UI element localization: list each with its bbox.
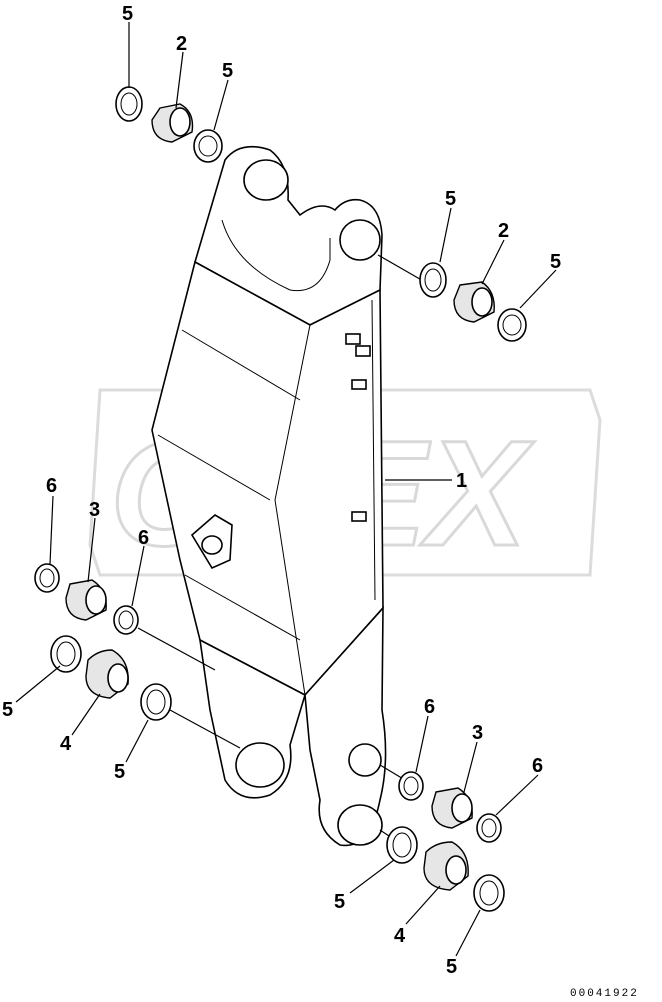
leader-c4 (439, 207, 452, 263)
drawing-code: 00041922 (570, 988, 639, 1000)
arm-yoke-inner-slot (221, 219, 331, 292)
callout-6: 6 (46, 475, 57, 497)
arm-box-right-side (371, 299, 376, 601)
arm-box-panel-line-3 (184, 574, 301, 641)
seal-ring-top-right-2 (497, 308, 527, 342)
flanged-bushing-right-bore (445, 855, 467, 885)
arm-assembly (151, 145, 387, 847)
seal-ring-right-lower-1-inner (392, 832, 412, 858)
leader-c8 (49, 495, 54, 565)
seal-ring-top-left-1-inner (120, 92, 138, 116)
flanged-bushing-left-bore (107, 663, 129, 693)
arm-top-left-bore (243, 159, 289, 201)
seal-ring-right-lower-2 (473, 874, 505, 912)
seal-ring-top-right-2-inner (502, 314, 522, 336)
top-right-pin-group (377, 254, 527, 342)
left-lower-pin-group (50, 635, 241, 749)
leader-c17 (349, 859, 395, 894)
leader-c9 (87, 517, 96, 583)
seal-ring-left-lower-2 (140, 683, 172, 721)
shim-left-1-inner (39, 568, 55, 588)
left-middle-pin-group (34, 563, 216, 671)
shim-left-1 (34, 563, 60, 593)
arm-top-right-bore (339, 219, 381, 261)
callout-5: 5 (222, 60, 233, 82)
leader-c12 (71, 693, 101, 736)
leader-c6 (519, 269, 557, 309)
bushing-right-lower-bore (451, 793, 473, 823)
callout-3: 3 (89, 499, 100, 521)
callout-6: 6 (532, 755, 543, 777)
seal-ring-right-lower-1 (386, 826, 418, 864)
callout-5: 5 (550, 251, 561, 273)
callout-2: 2 (176, 33, 187, 55)
arm-lower-right-bore-upper (348, 743, 382, 777)
shim-left-2 (113, 605, 139, 635)
bushing-top-left-bore (169, 107, 191, 137)
callout-2: 2 (498, 220, 509, 242)
leader-c11 (15, 665, 61, 703)
bushing-left-middle-bore (85, 585, 107, 615)
arm-side-lug-hole (201, 535, 223, 555)
bushing-top-right-bore (471, 287, 493, 317)
arm-bracket-3 (351, 379, 367, 390)
seal-ring-top-left-1 (115, 86, 143, 122)
arm-bracket-4 (351, 511, 367, 522)
callout-4: 4 (394, 925, 406, 947)
seal-ring-right-lower-2-inner (479, 880, 499, 906)
leader-lines (15, 22, 557, 957)
seal-ring-left-lower-2-inner (146, 689, 166, 715)
leader-c13 (125, 719, 149, 763)
seal-ring-left-lower-1-inner (56, 641, 76, 667)
right-lower-pin-group-lower (379, 826, 505, 912)
axis-line-left-middle (137, 627, 216, 671)
arm-lower-right-bore-lower (337, 804, 383, 846)
callout-4: 4 (60, 733, 72, 755)
callout-5: 5 (114, 761, 125, 783)
axis-line-top-right (377, 254, 426, 283)
shim-right-1-inner (403, 776, 419, 796)
callout-5: 5 (334, 891, 345, 913)
leader-c15 (463, 741, 478, 793)
leader-c5 (481, 239, 505, 285)
seal-ring-top-left-2-inner (198, 135, 218, 157)
arm-bracket-2 (355, 345, 371, 357)
shim-left-2-inner (118, 610, 134, 630)
arm-box-panel-line-1 (181, 329, 301, 401)
leader-c2 (175, 51, 184, 109)
callout-6: 6 (424, 696, 435, 718)
arm-bracket-1 (345, 333, 361, 345)
callouts: 5 2 5 5 2 5 1 6 3 6 5 4 5 6 3 6 5 4 5 (2, 3, 561, 978)
leader-c19 (455, 909, 481, 957)
callout-5: 5 (122, 3, 133, 25)
watermark-gear-outline (88, 388, 602, 577)
shim-right-2 (476, 813, 502, 843)
seal-ring-top-left-2 (193, 129, 223, 163)
top-left-pin-group (115, 86, 223, 163)
axis-line-left-lower (169, 709, 241, 749)
arm-lower-left-bore (235, 742, 285, 788)
shim-right-1 (398, 771, 424, 801)
leader-c14 (415, 715, 429, 773)
leader-c3 (213, 79, 229, 131)
seal-ring-left-lower-1 (50, 635, 82, 673)
shim-right-2-inner (481, 818, 497, 838)
callout-3: 3 (472, 722, 483, 744)
arm-box-panel-line-2 (157, 434, 271, 501)
callout-5: 5 (446, 956, 457, 978)
callout-5: 5 (2, 699, 13, 721)
callout-5: 5 (445, 188, 456, 210)
callout-1: 1 (456, 470, 467, 492)
leader-c16 (495, 774, 539, 816)
arm-box-edge-left (274, 324, 311, 696)
callout-6: 6 (138, 527, 149, 549)
seal-ring-top-right-1 (419, 262, 447, 298)
arm-upper-yoke (194, 145, 383, 326)
seal-ring-top-right-1-inner (424, 268, 442, 292)
leader-c10 (131, 545, 145, 607)
right-lower-pin-group-upper (379, 764, 502, 843)
leader-c18 (405, 885, 441, 925)
arm-main-box (151, 260, 384, 696)
